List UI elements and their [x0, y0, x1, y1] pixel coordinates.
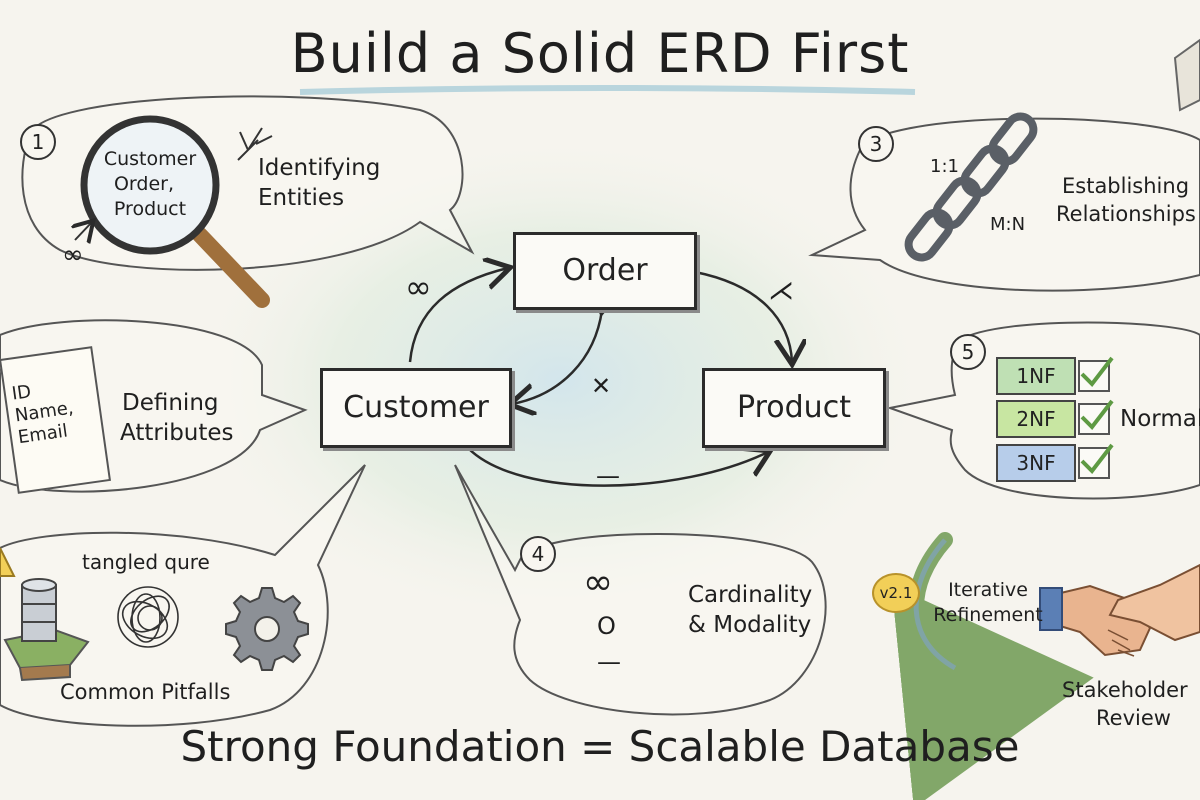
step-number-3: 3 [858, 126, 894, 162]
database-icon [3, 578, 90, 682]
label-identifying-entities: Identifying Entities [258, 153, 380, 213]
infinity-symbol: ∞ [62, 240, 84, 270]
cross-symbol: ✕ [591, 372, 612, 400]
label-cardinality: Cardinality [688, 582, 813, 608]
arrow-order-customer-double [512, 310, 602, 404]
check-icon [1080, 399, 1114, 431]
lens-line-2: Order, [113, 173, 175, 195]
entity-customer: Customer [320, 368, 512, 448]
step-number-4: 4 [520, 536, 556, 572]
check-icon [1080, 356, 1114, 388]
lens-line-3: Product [113, 198, 187, 220]
checkbox-1nf [1078, 356, 1114, 392]
label-establishing-relationships: Establishing Relationships [1056, 172, 1196, 228]
many-symbol: ∞ [405, 268, 432, 306]
gear-icon [225, 587, 309, 671]
cardinality-one-symbol: — [597, 648, 621, 676]
step-number-1: 1 [20, 124, 56, 160]
label-modality: & Modality [688, 612, 812, 638]
label-common-pitfalls: Common Pitfalls [60, 680, 231, 704]
label-refinement: Refinement [933, 604, 1043, 626]
footer-caption: Strong Foundation = Scalable Database [180, 722, 1020, 771]
label-defining-attributes: Defining Attributes [120, 388, 234, 448]
checkbox-2nf [1078, 399, 1114, 435]
cardinality-zero-symbol: O [597, 612, 616, 640]
arrow-customer-product [467, 448, 768, 487]
magnifier-handle [192, 227, 270, 308]
arrow-order-product [694, 270, 792, 362]
magnifier-text: Customer Order, Product [100, 147, 200, 222]
version-badge: v2.1 [872, 573, 920, 613]
lens-line-1: Customer [103, 148, 197, 170]
warning-icon [0, 547, 16, 577]
label-iterative: Iterative [948, 579, 1028, 601]
checkbox-3nf [1078, 443, 1114, 479]
entity-product: Product [702, 368, 886, 448]
crows-foot-icon [237, 127, 273, 161]
title-underline [299, 85, 916, 95]
cardinality-many-symbol: ∞ [583, 562, 613, 603]
handshake-icon [1039, 563, 1200, 657]
attributes-notepad: ID Name, Email [0, 346, 112, 494]
many-to-many-label: M:N [990, 214, 1026, 235]
magnifier-lens [80, 115, 220, 255]
label-relationships: Relationships [1056, 202, 1196, 226]
label-tangled: tangled qure [82, 550, 210, 574]
crows-foot-symbol: ⋌ [768, 276, 794, 306]
form-1nf: 1NF [996, 357, 1076, 395]
entity-order: Order [513, 232, 697, 310]
page-title: Build a Solid ERD First [290, 22, 910, 85]
label-normalization: Normal [1120, 406, 1200, 432]
label-attributes: Attributes [120, 420, 234, 446]
arrow-customer-order [408, 268, 508, 363]
check-icon [1080, 443, 1114, 475]
label-entities: Entities [258, 185, 345, 211]
pointer-arrow [75, 222, 92, 240]
label-stakeholder-review: Stakeholder Review [1062, 676, 1188, 732]
bubble-cardinality [454, 464, 827, 716]
label-defining: Defining [122, 390, 219, 416]
label-cardinality-modality: Cardinality & Modality [688, 580, 812, 640]
one-to-one-label: 1:1 [930, 156, 959, 177]
refinement-arrow-accent [913, 538, 957, 671]
chain-icon [904, 112, 1038, 262]
step-number-5: 5 [950, 334, 986, 370]
tangled-scribble-icon [117, 586, 179, 648]
form-2nf: 2NF [996, 400, 1076, 438]
scroll-icon [1173, 38, 1200, 112]
form-3nf: 3NF [996, 444, 1076, 482]
label-establishing: Establishing [1062, 174, 1190, 198]
label-identifying: Identifying [258, 155, 381, 181]
label-review: Review [1096, 706, 1171, 730]
label-iterative-refinement: Iterative Refinement [928, 578, 1048, 628]
label-stakeholder: Stakeholder [1062, 678, 1188, 702]
one-symbol: — [596, 462, 620, 490]
